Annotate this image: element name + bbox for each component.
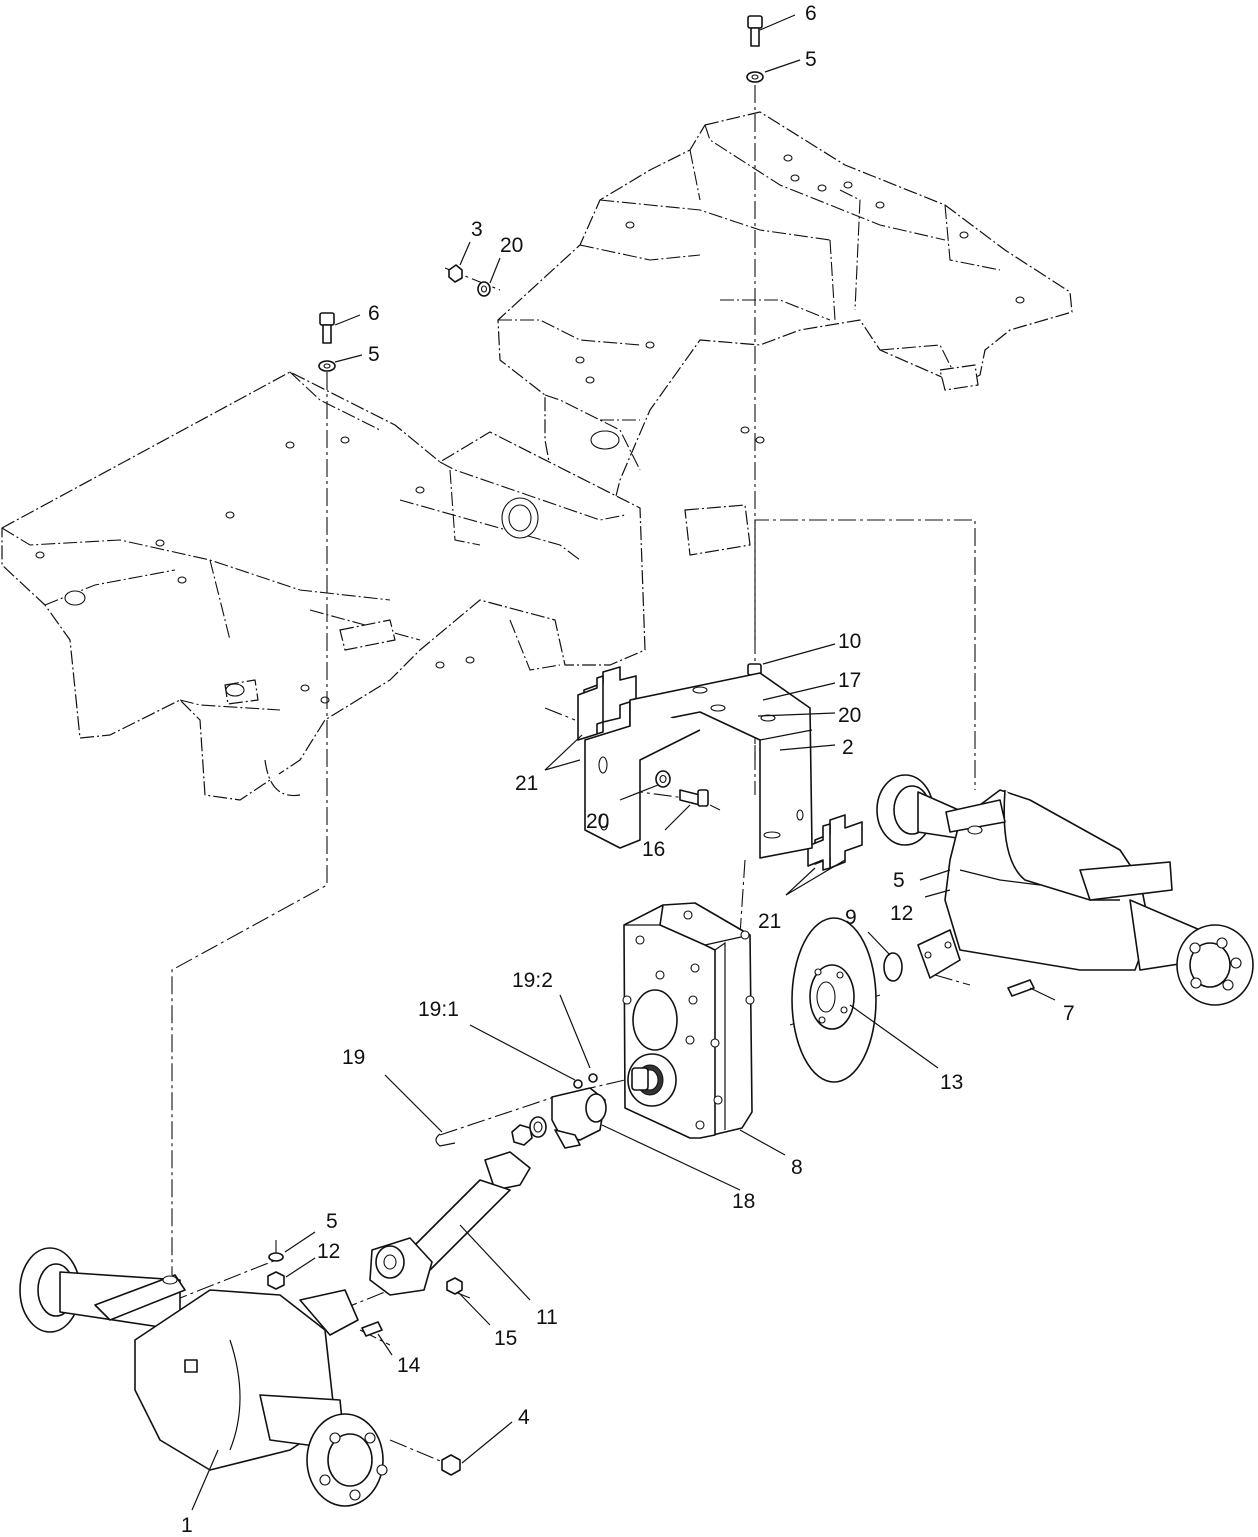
callout-18: 18 xyxy=(732,1190,755,1213)
callout-11: 11 xyxy=(536,1306,558,1329)
callout-9: 9 xyxy=(845,906,857,929)
rear-frame xyxy=(497,111,1073,556)
callout-20-mid: 20 xyxy=(838,704,861,727)
bracket-2 xyxy=(584,672,813,859)
yoke-18 xyxy=(551,1087,607,1149)
spacer-21-right xyxy=(807,814,863,871)
hardware xyxy=(267,15,1035,1476)
callout-19-1: 19:1 xyxy=(418,998,459,1021)
callout-3: 3 xyxy=(471,218,483,241)
callout-2: 2 xyxy=(842,736,854,759)
callout-4: 4 xyxy=(518,1406,530,1429)
callout-14: 14 xyxy=(397,1354,421,1377)
callout-8: 8 xyxy=(791,1156,803,1179)
snap-ring-19-1 xyxy=(573,1079,583,1089)
shaft-nut xyxy=(511,1124,533,1146)
callout-6-top: 6 xyxy=(805,2,817,25)
callout-12-left: 12 xyxy=(317,1240,340,1263)
callout-20-low: 20 xyxy=(586,810,609,833)
nut-4 xyxy=(441,1454,461,1476)
callout-5-right: 5 xyxy=(893,869,905,892)
nut-15 xyxy=(446,1277,463,1295)
callout-12-right: 12 xyxy=(890,902,913,925)
washer-5-left-low xyxy=(268,1252,284,1262)
brake-disc-13 xyxy=(791,917,877,1083)
callout-5-top: 5 xyxy=(805,48,817,71)
callout-16: 16 xyxy=(642,838,665,861)
bolt-16 xyxy=(679,789,709,807)
callout-15: 15 xyxy=(494,1327,517,1350)
callout-21-right: 21 xyxy=(758,910,781,933)
driveshaft-11 xyxy=(369,1151,531,1296)
front-axle-1 xyxy=(19,1247,388,1507)
leader-lines xyxy=(191,14,1056,1511)
callout-13: 13 xyxy=(940,1071,963,1094)
gearbox-8 xyxy=(622,902,755,1139)
callout-10: 10 xyxy=(838,630,861,653)
bolt-6-left xyxy=(319,312,335,344)
nut-12-left xyxy=(267,1271,285,1290)
nut-3 xyxy=(448,264,463,283)
callout-1: 1 xyxy=(181,1514,193,1537)
clip-19 xyxy=(435,1133,456,1147)
callout-21-left: 21 xyxy=(515,772,538,795)
grease-fitting-19-2 xyxy=(588,1073,598,1083)
rear-axle xyxy=(876,774,1254,1006)
callout-17: 17 xyxy=(838,669,861,692)
bolt-6-top xyxy=(747,15,763,47)
callout-19: 19 xyxy=(342,1046,365,1069)
callout-labels: 6 5 3 20 6 5 10 17 20 2 21 20 16 5 12 21… xyxy=(181,2,1075,1537)
front-frame xyxy=(1,371,646,801)
bolt-7 xyxy=(1007,979,1035,997)
callout-6-left: 6 xyxy=(368,302,380,325)
callout-20-top: 20 xyxy=(500,234,523,257)
callout-5-left: 5 xyxy=(368,343,380,366)
callout-19-2: 19:2 xyxy=(512,969,553,992)
callout-7: 7 xyxy=(1063,1002,1075,1025)
callout-5-left-low: 5 xyxy=(326,1210,338,1233)
bolt-14 xyxy=(361,1321,383,1337)
o-ring-9 xyxy=(883,952,903,982)
